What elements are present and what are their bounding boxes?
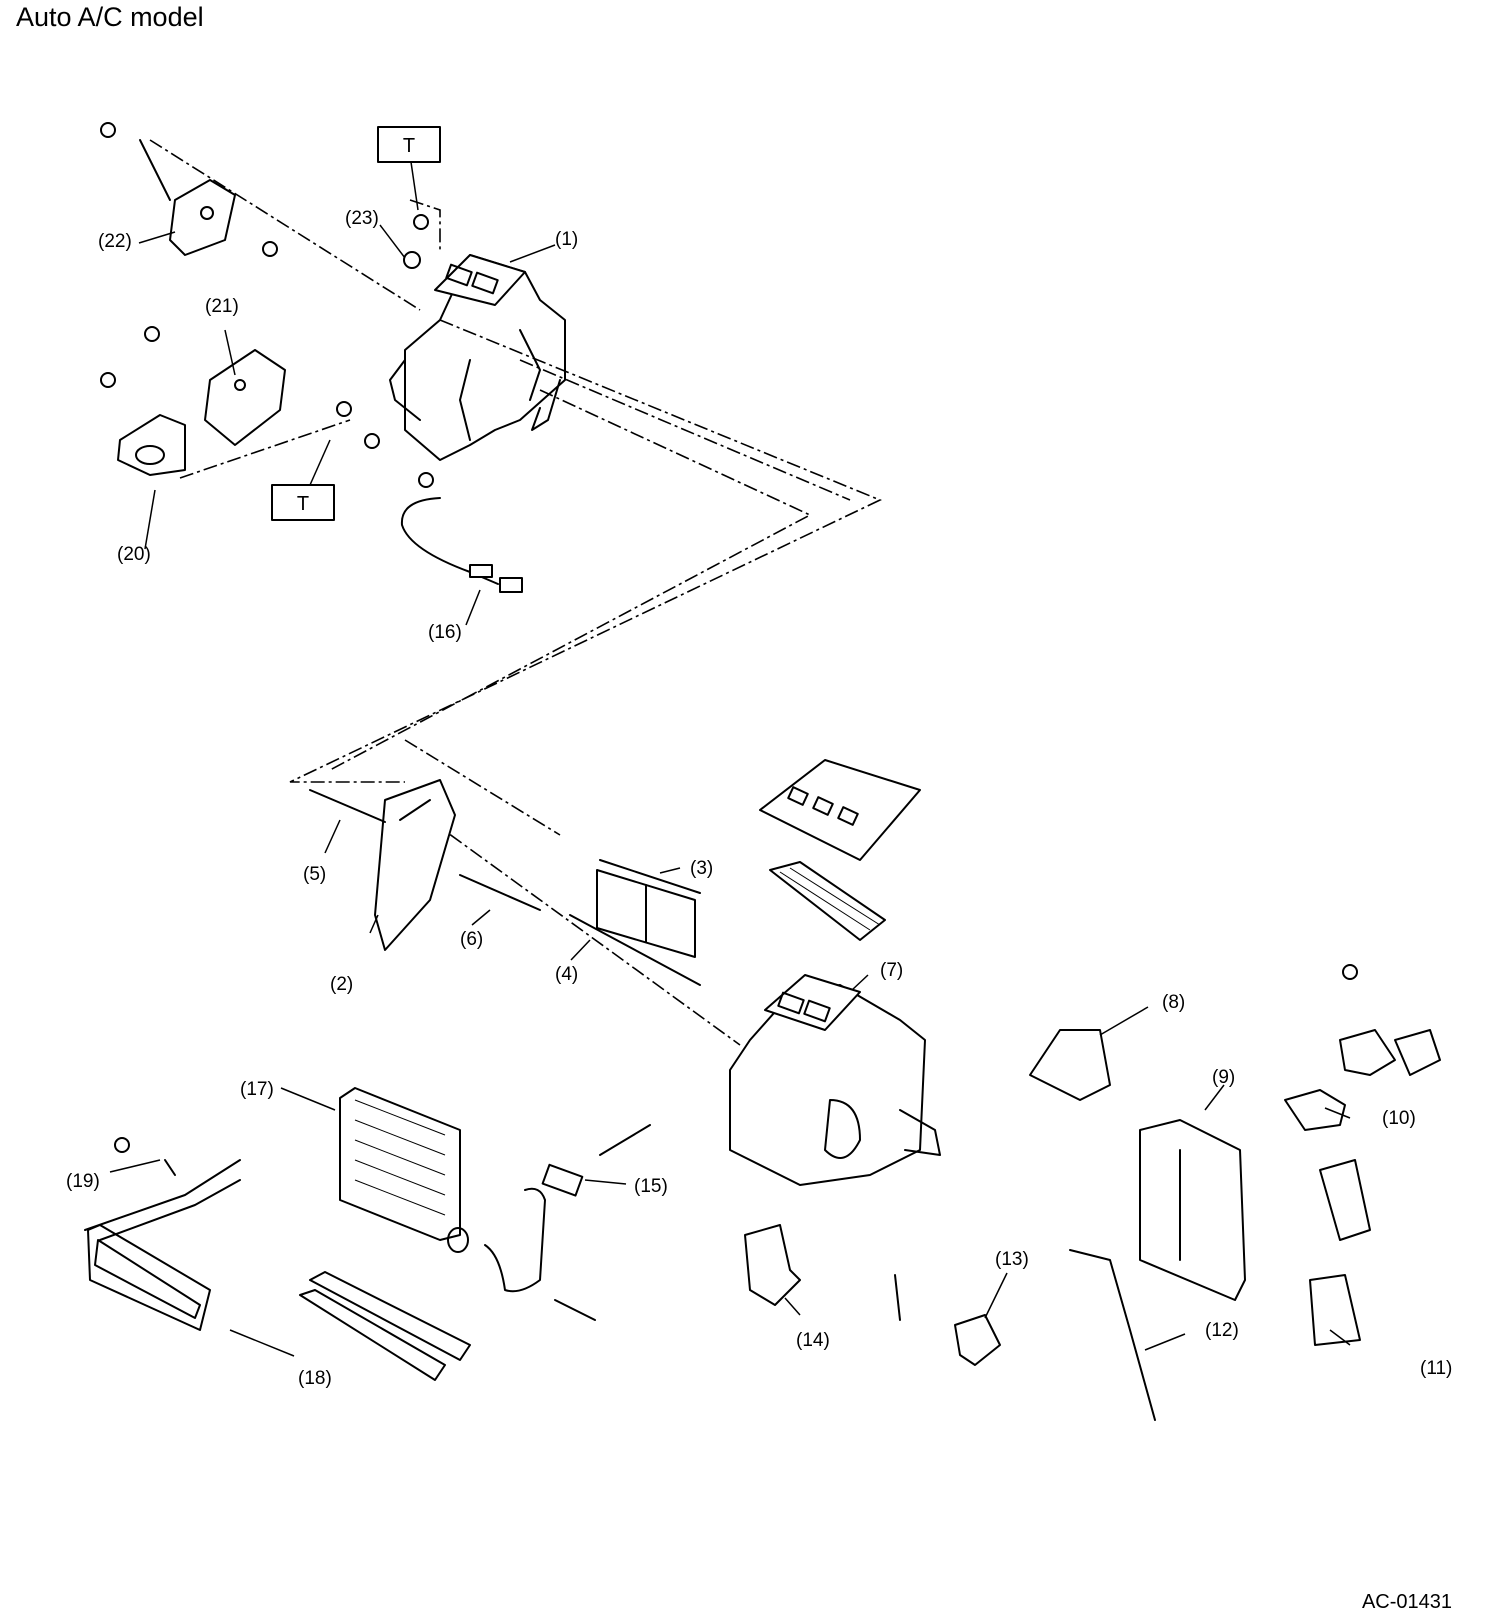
callout-3: (3) (690, 858, 713, 879)
callout-4: (4) (555, 964, 578, 985)
callout-23: (23) (345, 208, 379, 229)
seal-strip-parts (299, 1271, 471, 1381)
svg-text:T: T (297, 493, 309, 515)
callout-19: (19) (66, 1171, 100, 1192)
part-5 (309, 789, 386, 823)
part-10 (1284, 964, 1441, 1131)
mesh-pad-part (769, 861, 886, 941)
part-14 (744, 1224, 801, 1306)
callout-7: (7) (880, 960, 903, 981)
page-title: Auto A/C model (16, 2, 204, 32)
callout-21: (21) (205, 296, 239, 317)
part-20 (117, 414, 186, 476)
torque-marker-box-1: T (377, 126, 441, 163)
callout-6: (6) (460, 929, 483, 950)
part-15 (541, 1124, 651, 1197)
assembly-path-lines (149, 139, 882, 1046)
document-code: AC-01431 (1361, 1591, 1452, 1613)
callout-1: (1) (555, 229, 578, 250)
part-4 (569, 914, 701, 986)
callout-9: (9) (1212, 1067, 1235, 1088)
callout-11: (11) (1420, 1358, 1452, 1379)
part-2 (374, 779, 456, 951)
callout-8: (8) (1162, 992, 1185, 1013)
part-19 (114, 1137, 176, 1176)
callout-18: (18) (298, 1368, 332, 1389)
part-17 (339, 1087, 596, 1321)
part-6 (459, 874, 541, 911)
callout-22: (22) (98, 231, 132, 252)
part-18 (84, 1159, 241, 1331)
callout-2: (2) (330, 974, 353, 995)
part-22 (139, 139, 236, 256)
part-13 (894, 1274, 1001, 1366)
part-16 (400, 497, 523, 593)
callout-16: (16) (428, 622, 462, 643)
callout-leaders (109, 161, 1351, 1357)
callout-5: (5) (303, 864, 326, 885)
vent-grille-part (759, 759, 921, 861)
torque-marker-box-2: T (271, 484, 335, 521)
part-11 (1309, 1159, 1371, 1346)
part-21 (204, 349, 286, 446)
callout-10: (10) (1382, 1108, 1416, 1129)
callout-14: (14) (796, 1330, 830, 1351)
callout-13: (13) (995, 1249, 1029, 1270)
callout-17: (17) (240, 1079, 274, 1100)
callout-20: (20) (117, 544, 151, 565)
callout-labels: (1) (2) (3) (4) (5) (6) (7) (8) (9) (10)… (66, 208, 1452, 1389)
callout-15: (15) (634, 1176, 668, 1197)
callout-12: (12) (1205, 1320, 1239, 1341)
part-3 (596, 859, 701, 958)
part-8 (1029, 1029, 1111, 1101)
part-12 (1069, 1249, 1156, 1421)
part-heater-case-lower (729, 974, 941, 1186)
screw-icons-upper (100, 122, 434, 488)
part-9 (1139, 1119, 1246, 1301)
svg-text:T: T (403, 135, 415, 157)
part-heater-case-upper (389, 254, 566, 461)
